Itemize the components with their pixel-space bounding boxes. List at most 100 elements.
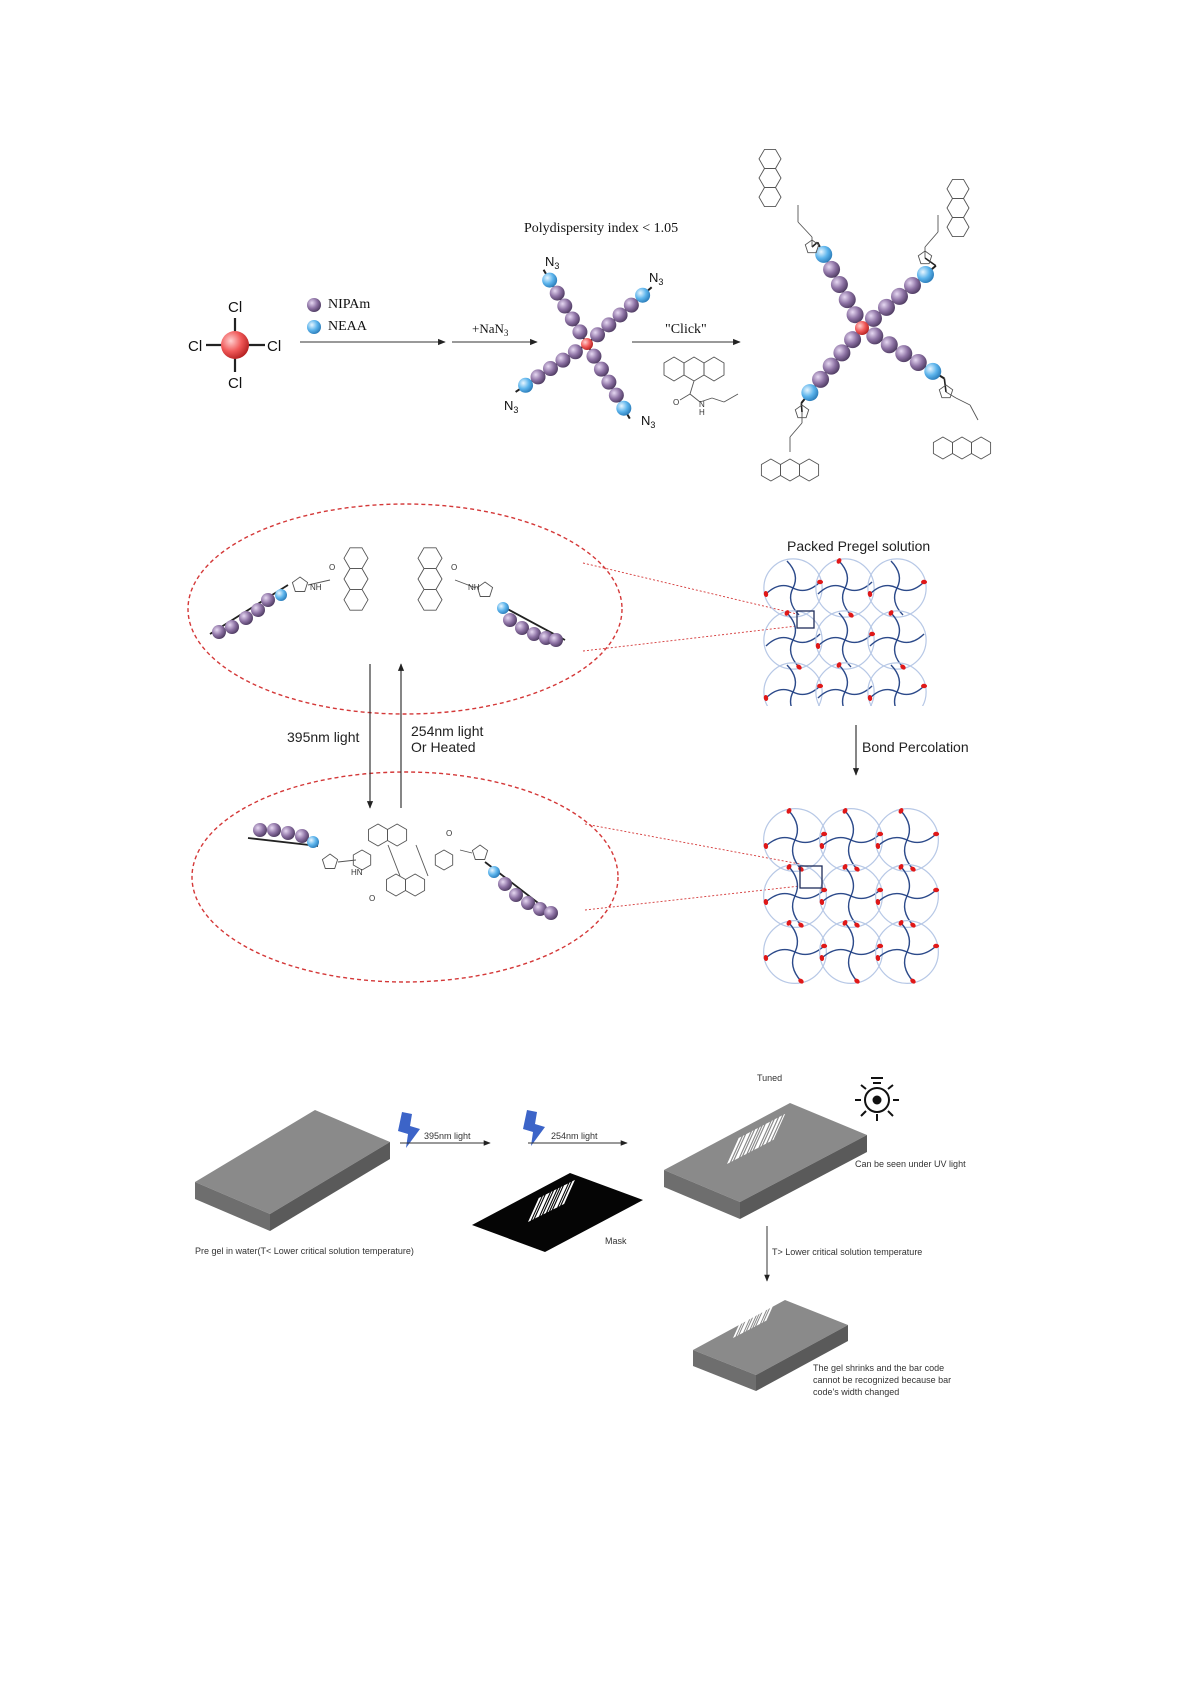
crosslink-node	[848, 612, 854, 618]
nipam-bead	[515, 621, 529, 635]
anthracene-unit	[932, 436, 992, 460]
nan3-label: +NaN3	[472, 321, 509, 338]
polymer-arm	[765, 948, 796, 959]
linker	[924, 257, 937, 267]
aromatic-ring	[343, 568, 369, 590]
shrunk-slab	[693, 1300, 848, 1391]
star-domain	[867, 662, 927, 706]
bar-stripe	[754, 1121, 771, 1150]
crosslink-node	[798, 978, 804, 984]
polymer-arm	[869, 688, 898, 699]
linker-bond	[924, 231, 939, 248]
nipam-bead	[623, 297, 639, 313]
polymer-arm	[847, 951, 858, 982]
polymer-arm	[844, 810, 855, 841]
photo-mask	[472, 1173, 643, 1252]
bar-stripe	[550, 1186, 563, 1211]
crosslink-node	[933, 887, 940, 893]
crosslink-node	[815, 643, 821, 649]
crosslink-node	[763, 591, 769, 597]
nipam-bead	[823, 260, 841, 278]
polymer-arm	[838, 664, 849, 693]
nipam-bead	[239, 611, 253, 625]
star-domain	[815, 610, 875, 670]
nipam-bead	[281, 826, 295, 840]
crosslink-node	[854, 922, 860, 928]
polymer-arm	[791, 839, 802, 870]
aromatic-ring	[352, 849, 372, 871]
star-core	[855, 321, 869, 335]
polymer-arm	[765, 892, 796, 903]
nipam-bead	[544, 906, 558, 920]
crosslink-node	[817, 579, 824, 585]
bolt-icon-2	[523, 1110, 545, 1146]
azide-star-polymer	[515, 269, 653, 420]
polymer-arm	[850, 889, 881, 900]
polymer-arm	[794, 945, 825, 956]
crosslink-node	[900, 664, 906, 670]
bolt-icon-1	[398, 1112, 420, 1148]
crosslink-node	[869, 631, 876, 637]
crosslink-node	[867, 591, 873, 597]
polymer-arm	[896, 685, 925, 696]
polymer-arm	[821, 892, 852, 903]
nipam-bead	[564, 311, 580, 327]
azide-bottom-right: N3	[641, 413, 655, 430]
triazole-ring	[917, 250, 933, 265]
neaa-bead	[518, 377, 534, 393]
crosslink-node	[933, 831, 940, 837]
bar-stripe	[763, 1300, 776, 1322]
nipam-bead	[877, 298, 895, 316]
polymer-arm	[890, 612, 901, 641]
nipam-bead	[601, 374, 617, 390]
synthesis-section: Cl Cl Cl Cl NIPAm NEAA +NaN3 "Click" Pol…	[188, 148, 992, 482]
polymer-arm	[906, 945, 937, 956]
star-domain	[819, 864, 883, 928]
bar-stripe	[739, 1312, 753, 1335]
nipam-bead	[833, 344, 851, 362]
monomer-legend: NIPAm NEAA	[307, 297, 370, 334]
shrunk-barcode	[733, 1300, 776, 1338]
azide-top-right: N3	[649, 270, 663, 287]
percolation-label: Bond Percolation	[862, 739, 969, 755]
crosslink-node	[898, 920, 904, 926]
reagent-o: O	[673, 398, 679, 407]
nipam-bead	[844, 331, 862, 349]
crosslink-node	[819, 899, 825, 905]
crosslink-node	[796, 664, 802, 670]
nipam-bead	[527, 627, 541, 641]
bar-stripe	[540, 1191, 553, 1216]
anthracene-star-polymer	[758, 148, 992, 482]
tuned-slab	[664, 1103, 867, 1219]
bar-stripe	[547, 1187, 560, 1213]
uv-lamp-icon	[855, 1077, 899, 1121]
anthracene-dimer	[247, 823, 558, 920]
bar-stripe	[558, 1182, 571, 1207]
nipam-bead	[608, 387, 624, 403]
aromatic-ring	[952, 436, 972, 460]
polymer-arm	[890, 664, 901, 693]
separated-anthracene-pair	[209, 547, 566, 647]
cl-top: Cl	[228, 299, 242, 316]
crosslink-node	[877, 887, 884, 893]
nipam-bead	[212, 625, 226, 639]
light2-label: 254nm light	[551, 1131, 598, 1141]
crosslink-node	[910, 922, 916, 928]
crosslink-node	[786, 864, 792, 870]
star-domain	[875, 920, 939, 984]
crosslink-node	[817, 683, 824, 689]
linker-bond	[969, 404, 979, 421]
nipam-bead	[880, 336, 898, 354]
star-domain	[763, 808, 827, 872]
linker-bond	[797, 221, 813, 238]
polymer-arm	[844, 633, 873, 644]
crosslink-node	[877, 831, 884, 837]
nipam-bead	[895, 345, 913, 363]
dimer-ellipse	[191, 771, 619, 983]
bar-stripe	[748, 1126, 762, 1154]
polymer-arm	[900, 810, 911, 841]
star-domain	[815, 558, 875, 618]
polymer-arm	[786, 560, 797, 589]
crosslink-node	[763, 955, 769, 961]
initiator-core: Cl Cl Cl Cl	[188, 299, 281, 392]
